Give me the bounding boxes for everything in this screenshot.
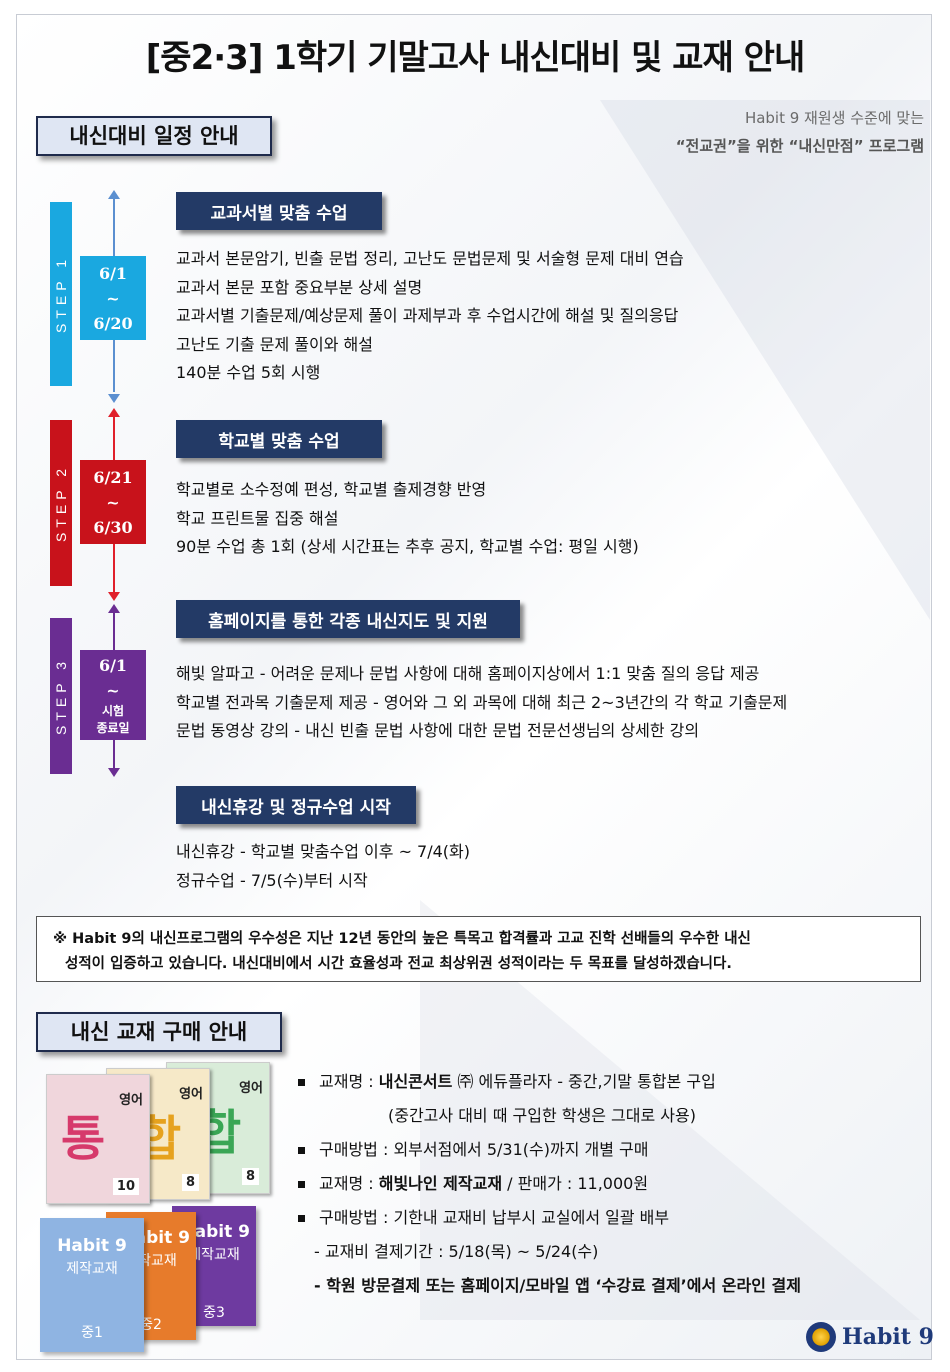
book-habit-sub: 제작교재 [188,1247,240,1263]
book-volume: 10 [112,1178,139,1195]
step3-label: STEP 3 [53,657,69,735]
step3-date-to: 시험 종료일 [96,704,130,735]
purchase-subitem: - 학원 방문결제 또는 홈페이지/모바일 앱 ‘수강료 결제’에서 온라인 결… [314,1276,801,1295]
step3-date-from: 6/1 [98,656,128,675]
step3-arrow-up-icon [108,604,120,613]
step3-bar: STEP 3 [50,618,72,774]
step2-heading: 학교별 맞춤 수업 [176,420,382,458]
schedule-section-header: 내신대비 일정 안내 [36,116,272,156]
step1-line: 고난도 기출 문제 풀이와 해설 [176,334,373,354]
step2-bar: STEP 2 [50,420,72,586]
break-line: 정규수업 - 7/5(수)부터 시작 [176,870,368,890]
step3-lines: 해빛 알파고 - 어려운 문제나 문법 사항에 대해 홈페이지상에서 1:1 맞… [176,660,787,746]
step2-date-from: 6/21 [93,467,133,487]
step1-label: STEP 1 [53,255,69,333]
purchase-item: 구매방법 : 기한내 교재비 납부시 교실에서 일괄 배부 [298,1204,669,1228]
purchase-note: (중간고사 대비 때 구입한 학생은 그대로 사용) [388,1106,696,1125]
step2-date-box: 6/21 ~ 6/30 [80,460,146,544]
logo-text: Habit 9 [842,1324,934,1350]
book-habit-title: Habit 9 [180,1222,250,1242]
step1-date-tilde: ~ [106,288,120,308]
step1-arrow-down-icon [108,394,120,403]
step1-lines: 교과서 본문암기, 빈출 문법 정리, 고난도 문법문제 및 서술형 문제 대비… [176,245,684,388]
book-lang: 영어 [179,1087,203,1102]
tagline-line1: Habit 9 재원생 수준에 맞는 [744,109,924,127]
step1-date-box: 6/1 ~ 6/20 [80,256,146,340]
notice-line1: ※ Habit 9의 내신프로그램의 우수성은 지난 12년 동안의 높은 특목… [53,931,751,947]
bullet-icon [298,1079,305,1086]
step2-line: 학교 프린트물 집중 해설 [176,508,339,528]
notice-line2: 성적이 입증하고 있습니다. 내신대비에서 시간 효율성과 전교 최상위권 성적… [65,956,732,972]
break-line: 내신휴강 - 학교별 맞춤수업 이후 ~ 7/4(화) [176,842,471,861]
step1-line: 교과서별 기출문제/예상문제 풀이 과제부과 후 수업시간에 해설 및 질의응답 [176,306,679,325]
step3-line: 문법 동영상 강의 - 내신 빈출 문법 사항에 대한 문법 전문선생님의 상세… [176,721,700,740]
break-heading: 내신휴강 및 정규수업 시작 [176,786,416,824]
book-volume: 8 [241,1168,259,1185]
book-concert-1: 영어 통 10 [46,1074,150,1204]
step2-lines: 학교별로 소수정예 편성, 학교별 출제경향 반영 학교 프린트물 집중 해설 … [176,476,639,562]
step1-line: 교과서 본문암기, 빈출 문법 정리, 고난도 문법문제 및 서술형 문제 대비… [176,249,684,268]
step3-line: 해빛 알파고 - 어려운 문제나 문법 사항에 대해 홈페이지상에서 1:1 맞… [176,664,760,683]
background-decoration [600,100,930,620]
step1-arrow-up-icon [108,190,120,199]
step1-bar: STEP 1 [50,202,72,386]
step3-date-tilde: ~ [106,681,120,700]
step1-heading: 교과서별 맞춤 수업 [176,192,382,230]
step2-line: 90분 수업 총 1회 (상세 시간표는 추후 공지, 학교별 수업: 평일 시… [176,537,639,556]
step3-arrow-down-icon [108,768,120,777]
book-habit-sub: 제작교재 [66,1261,118,1277]
break-lines: 내신휴강 - 학교별 맞춤수업 이후 ~ 7/4(화) 정규수업 - 7/5(수… [176,838,470,895]
notice-box: ※ Habit 9의 내신프로그램의 우수성은 지난 12년 동안의 높은 특목… [36,916,921,982]
book-habit-grade: 중3 [203,1305,225,1321]
step2-label: STEP 2 [53,464,69,542]
purchase-item: 구매방법 : 외부서점에서 5/31(수)까지 개별 구매 [298,1136,648,1160]
book-volume: 8 [181,1174,199,1191]
step2-date-to: 6/30 [93,517,133,537]
tagline: Habit 9 재원생 수준에 맞는 “전교권”을 위한 “내신만점” 프로그램 [676,104,924,160]
book-habit-grade: 중1 [81,1325,103,1341]
step1-date-to: 6/20 [93,313,133,333]
step2-line: 학교별로 소수정예 편성, 학교별 출제경향 반영 [176,480,487,499]
purchase-item: 교재명 : 해빛나인 제작교재 / 판매가 : 11,000원 [298,1170,648,1194]
step2-date-tilde: ~ [106,492,120,512]
bullet-icon [298,1147,305,1154]
book-habit-1: Habit 9 제작교재 중1 [40,1218,144,1352]
tagline-line2: “전교권”을 위한 “내신만점” 프로그램 [675,137,924,155]
page-title: [중2·3] 1학기 기말고사 내신대비 및 교재 안내 [145,38,805,78]
bullet-icon [298,1215,305,1222]
purchase-item: 교재명 : 내신콘서트 ㈜ 에듀플라자 - 중간,기말 통합본 구입 [298,1068,716,1092]
book-lang: 영어 [119,1093,143,1108]
book-habit-grade: 중2 [140,1317,162,1333]
logo-emblem-icon [806,1322,836,1352]
step1-line: 교과서 본문 포함 중요부분 상세 설명 [176,277,423,297]
book-lang: 영어 [239,1081,263,1096]
bullet-icon [298,1181,305,1188]
textbook-section-header: 내신 교재 구매 안내 [36,1012,282,1052]
step1-line: 140분 수업 5회 시행 [176,363,321,382]
step1-date-from: 6/1 [98,263,128,283]
brand-logo: Habit 9 [806,1322,934,1352]
step2-arrow-down-icon [108,592,120,601]
step3-line: 학교별 전과목 기출문제 제공 - 영어와 그 외 과목에 대해 최근 2~3년… [176,692,788,712]
book-title-glyph: 통 [61,1111,106,1167]
step3-date-box: 6/1 ~ 시험 종료일 [80,650,146,740]
step2-arrow-up-icon [108,408,120,417]
step3-heading: 홈페이지를 통한 각종 내신지도 및 지원 [176,600,520,638]
book-habit-title: Habit 9 [57,1236,127,1256]
purchase-subitem: - 교재비 결제기간 : 5/18(목) ~ 5/24(수) [314,1242,599,1261]
